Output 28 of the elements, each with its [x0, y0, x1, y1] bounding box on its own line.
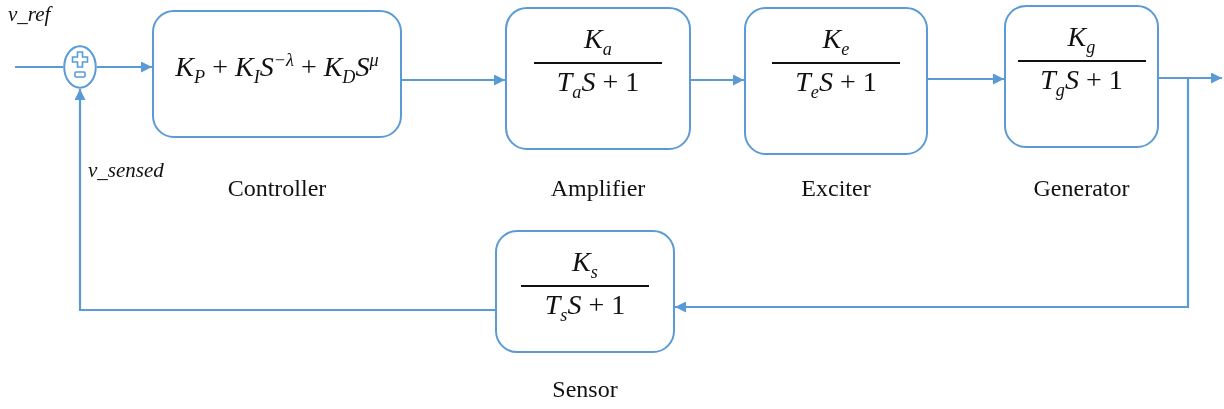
block-label: Exciter [801, 175, 871, 202]
numerator: K$_{e}$ [822, 23, 850, 60]
block-label: Amplifier [550, 175, 646, 202]
transfer-function-block [495, 230, 675, 353]
arrow [691, 74, 744, 86]
arrow [97, 61, 152, 73]
transfer-function-block [744, 7, 928, 155]
arrow [74, 89, 495, 312]
transfer-function-block [152, 10, 402, 138]
signal-label: v_ref [8, 2, 51, 27]
numerator: K$_{g}$ [1067, 21, 1096, 58]
denominator: T$_{g}$S + 1 [1040, 64, 1123, 101]
transfer-function-block [1004, 5, 1159, 148]
denominator: T$_{s}$S + 1 [544, 289, 626, 326]
block-label: Sensor [552, 376, 618, 403]
block-label: Generator [1033, 175, 1130, 202]
numerator: K$_{s}$ [572, 246, 598, 283]
denominator: T$_{a}$S + 1 [556, 66, 640, 103]
transfer-function-block [505, 7, 691, 150]
arrow [928, 73, 1004, 85]
denominator: T$_{e}$S + 1 [795, 66, 877, 103]
summing-junction [63, 45, 97, 89]
arrow [402, 74, 505, 86]
signal-label: v_sensed [88, 158, 164, 183]
formula: K$_{P}$ + K$_{I}$S$^{−λ}$ + K$_{D}$S$^{μ}$ [174, 50, 380, 88]
arrow [675, 76, 1190, 313]
numerator: K$_{a}$ [584, 23, 612, 60]
block-label: Controller [227, 175, 327, 202]
